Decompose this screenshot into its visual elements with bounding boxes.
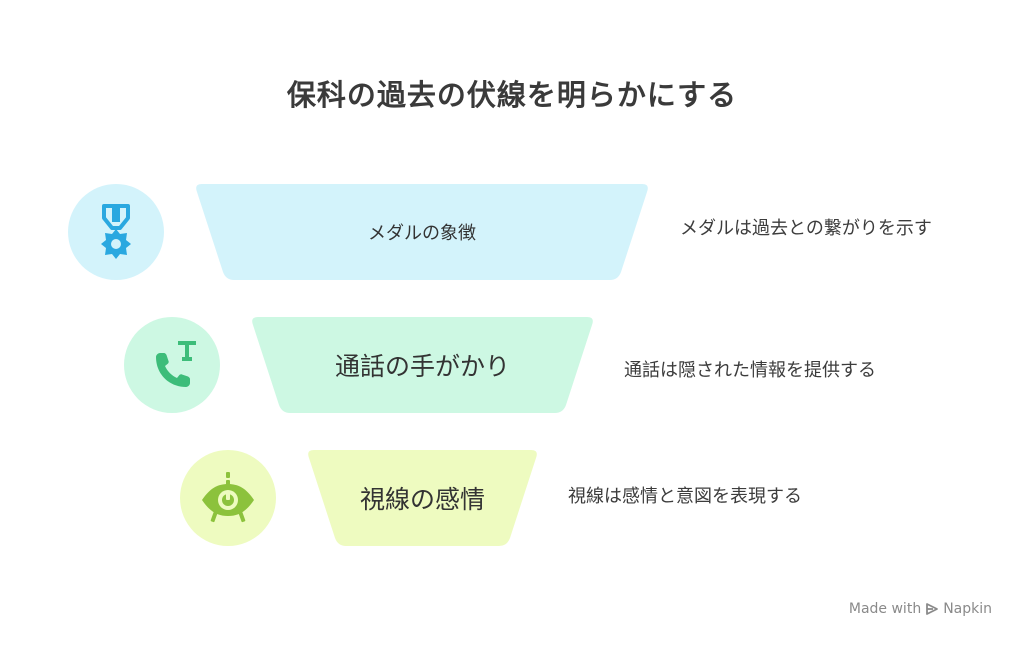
segment-label: 視線の感情 <box>359 485 485 514</box>
segment-label: 通話の手がかり <box>334 352 510 381</box>
medal-icon <box>101 204 131 259</box>
icon-circle-medal <box>68 184 164 280</box>
icon-circle-eye <box>180 450 276 546</box>
description-phone: 通話は隠された情報を提供する <box>624 360 876 381</box>
napkin-logo-icon <box>926 603 939 615</box>
funnel-segment-medal: メダルの象徴 <box>194 184 650 280</box>
footer-branding: Made with Napkin <box>849 601 992 617</box>
description-medal: メダルは過去との繋がりを示す <box>680 218 932 239</box>
brand-name: Napkin <box>943 601 992 617</box>
made-with-text: Made with <box>848 601 922 617</box>
eye-icon <box>202 472 254 523</box>
segment-label: メダルの象徴 <box>368 223 476 244</box>
description-eye: 視線は感情と意図を表現する <box>568 486 802 507</box>
page-title: 保科の過去の伏線を明らかにする <box>286 78 738 112</box>
phone-call-icon <box>156 341 196 387</box>
icon-circle-phone <box>124 317 220 413</box>
funnel-segment-eye: 視線の感情 <box>306 450 539 546</box>
funnel-segment-phone: 通話の手がかり <box>250 317 595 413</box>
